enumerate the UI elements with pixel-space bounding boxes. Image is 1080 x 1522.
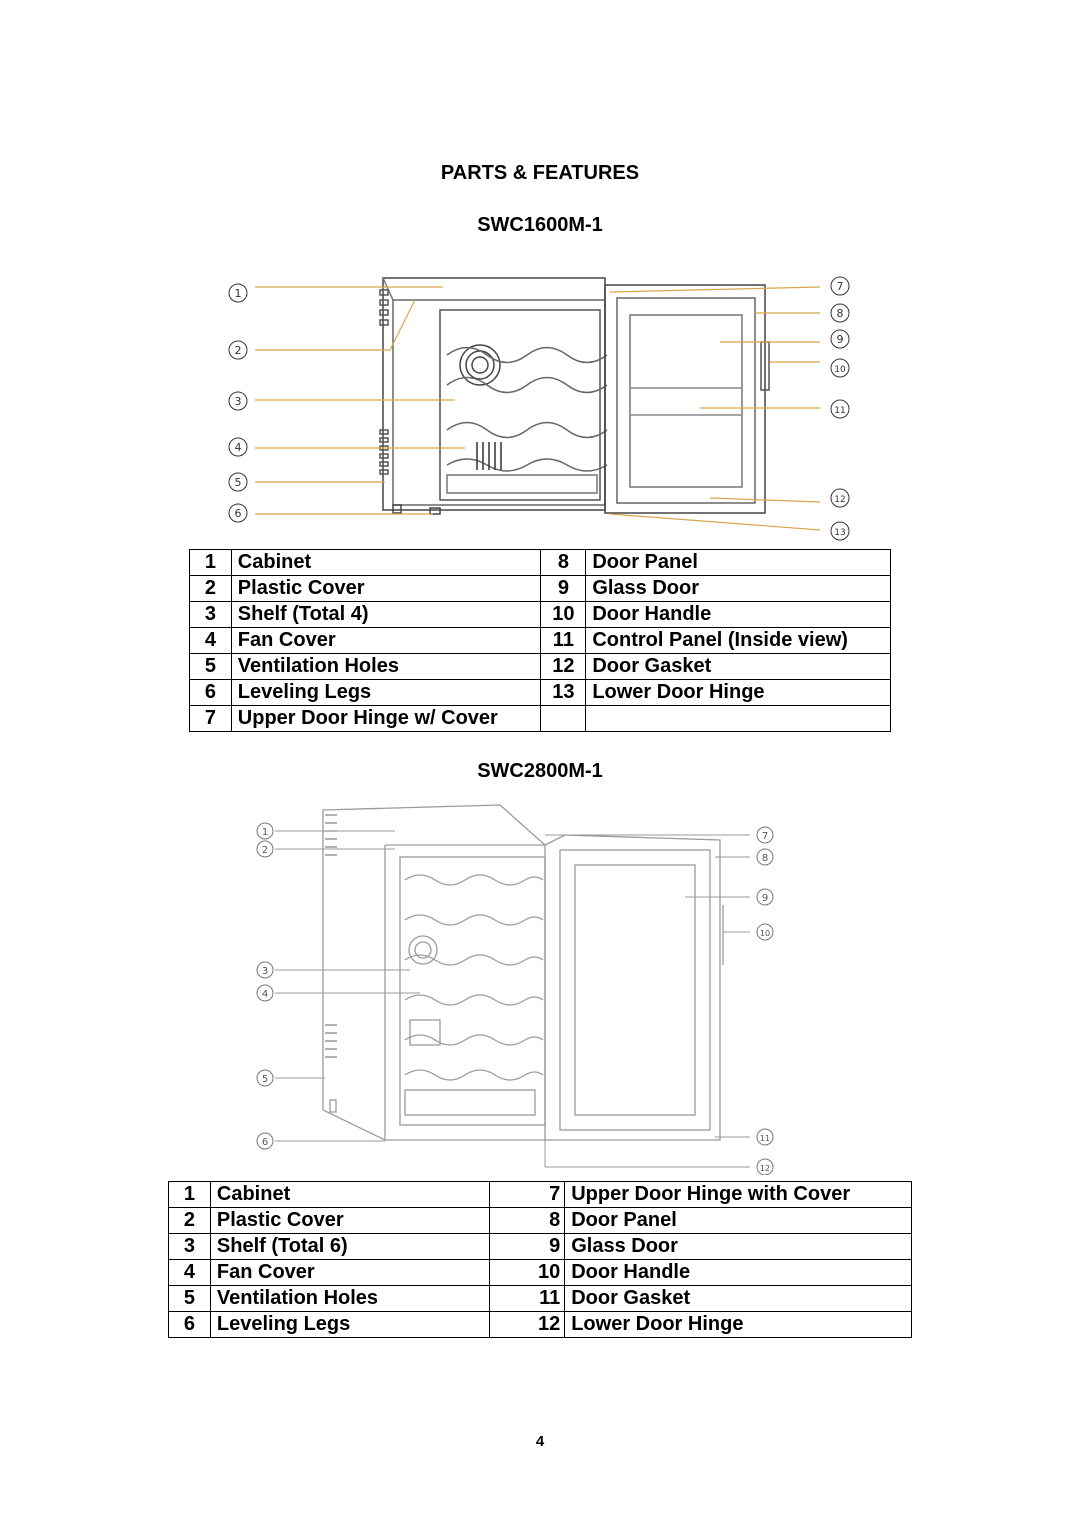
table-row: 1 Cabinet 8 Door Panel xyxy=(189,549,891,576)
part-name: Lower Door Hinge xyxy=(585,679,891,706)
callout-4: 4 xyxy=(262,989,268,1000)
callout-1: 1 xyxy=(262,827,268,838)
callout-6: 6 xyxy=(262,1137,268,1148)
part-number: 2 xyxy=(189,575,232,602)
part-number: 5 xyxy=(168,1285,211,1312)
callout-5: 5 xyxy=(235,476,242,489)
parts-table-swc1600m: 1 Cabinet 8 Door Panel 2 Plastic Cover 9… xyxy=(189,549,891,732)
page-title: PARTS & FEATURES xyxy=(440,162,640,184)
part-number: 7 xyxy=(489,1181,566,1208)
part-name xyxy=(585,705,891,732)
part-number: 4 xyxy=(168,1259,211,1286)
part-name: Door Panel xyxy=(585,549,891,576)
callout-11: 11 xyxy=(760,1134,770,1143)
part-number: 3 xyxy=(189,601,232,628)
part-name: Control Panel (Inside view) xyxy=(585,627,891,654)
callout-4: 4 xyxy=(235,441,242,454)
callout-8: 8 xyxy=(762,853,768,864)
part-number: 9 xyxy=(540,575,587,602)
part-number: 4 xyxy=(189,627,232,654)
part-name: Plastic Cover xyxy=(230,575,542,602)
callout-13: 13 xyxy=(834,528,845,538)
part-name: Fan Cover xyxy=(209,1259,491,1286)
table-row: 6 Leveling Legs 12 Lower Door Hinge xyxy=(168,1311,912,1338)
callout-10: 10 xyxy=(834,365,846,375)
part-number: 6 xyxy=(189,679,232,706)
table-row: 5 Ventilation Holes 11 Door Gasket xyxy=(168,1285,912,1312)
page-number: 4 xyxy=(535,1433,545,1450)
model-heading-swc1600m: SWC1600M-1 xyxy=(477,214,603,236)
part-name: Upper Door Hinge w/ Cover xyxy=(230,705,542,732)
callout-9: 9 xyxy=(837,333,844,346)
callout-7: 7 xyxy=(762,831,768,842)
callout-7: 7 xyxy=(837,280,844,293)
callout-10: 10 xyxy=(760,929,770,938)
part-number: 5 xyxy=(189,653,232,680)
callout-12: 12 xyxy=(760,1164,770,1173)
part-number: 11 xyxy=(540,627,587,654)
callout-2: 2 xyxy=(262,845,268,856)
table-row: 1 Cabinet 7 Upper Door Hinge with Cover xyxy=(168,1181,912,1208)
part-number: 12 xyxy=(540,653,587,680)
callout-5: 5 xyxy=(262,1074,268,1085)
callout-9: 9 xyxy=(762,893,768,904)
part-number: 6 xyxy=(168,1311,211,1338)
callout-1: 1 xyxy=(235,287,242,300)
part-name: Glass Door xyxy=(585,575,891,602)
part-number: 10 xyxy=(489,1259,566,1286)
part-name: Plastic Cover xyxy=(209,1207,491,1234)
part-name: Door Handle xyxy=(585,601,891,628)
table-row: 2 Plastic Cover 9 Glass Door xyxy=(189,575,891,602)
callout-8: 8 xyxy=(837,307,844,320)
part-name: Leveling Legs xyxy=(209,1311,491,1338)
part-number: 1 xyxy=(189,549,232,576)
part-number: 2 xyxy=(168,1207,211,1234)
part-name: Cabinet xyxy=(209,1181,491,1208)
part-name: Lower Door Hinge xyxy=(564,1311,912,1338)
part-name: Glass Door xyxy=(564,1233,912,1260)
callout-11: 11 xyxy=(834,406,845,416)
table-row: 5 Ventilation Holes 12 Door Gasket xyxy=(189,653,891,680)
part-name: Door Gasket xyxy=(585,653,891,680)
part-number: 1 xyxy=(168,1181,211,1208)
table-row: 3 Shelf (Total 6) 9 Glass Door xyxy=(168,1233,912,1260)
part-name: Fan Cover xyxy=(230,627,542,654)
table-row: 7 Upper Door Hinge w/ Cover xyxy=(189,705,891,732)
part-number: 7 xyxy=(189,705,232,732)
table-row: 2 Plastic Cover 8 Door Panel xyxy=(168,1207,912,1234)
parts-table-swc2800m: 1 Cabinet 7 Upper Door Hinge with Cover … xyxy=(168,1181,912,1338)
part-name: Shelf (Total 6) xyxy=(209,1233,491,1260)
table-row: 4 Fan Cover 11 Control Panel (Inside vie… xyxy=(189,627,891,654)
callout-3: 3 xyxy=(262,966,268,977)
part-name: Cabinet xyxy=(230,549,542,576)
model-heading-swc2800m: SWC2800M-1 xyxy=(477,760,603,782)
part-number: 9 xyxy=(489,1233,566,1260)
table-row: 4 Fan Cover 10 Door Handle xyxy=(168,1259,912,1286)
wine-cooler-diagram-swc1600m: 1 2 3 4 5 6 7 8 9 10 11 12 13 xyxy=(228,276,850,541)
callout-3: 3 xyxy=(235,395,242,408)
part-number: 8 xyxy=(540,549,587,576)
table-row: 3 Shelf (Total 4) 10 Door Handle xyxy=(189,601,891,628)
callout-2: 2 xyxy=(235,344,242,357)
part-number: 13 xyxy=(540,679,587,706)
part-number: 3 xyxy=(168,1233,211,1260)
part-number xyxy=(540,705,587,732)
part-name: Upper Door Hinge with Cover xyxy=(564,1181,912,1208)
part-name: Door Panel xyxy=(564,1207,912,1234)
part-name: Leveling Legs xyxy=(230,679,542,706)
part-name: Door Gasket xyxy=(564,1285,912,1312)
callout-12: 12 xyxy=(834,495,845,505)
part-name: Shelf (Total 4) xyxy=(230,601,542,628)
wine-cooler-diagram-swc2800m: 1 2 3 4 5 6 7 8 9 10 11 12 xyxy=(256,804,774,1175)
part-name: Ventilation Holes xyxy=(209,1285,491,1312)
table-row: 6 Leveling Legs 13 Lower Door Hinge xyxy=(189,679,891,706)
part-number: 12 xyxy=(489,1311,566,1338)
part-name: Door Handle xyxy=(564,1259,912,1286)
part-number: 11 xyxy=(489,1285,566,1312)
part-name: Ventilation Holes xyxy=(230,653,542,680)
part-number: 10 xyxy=(540,601,587,628)
callout-6: 6 xyxy=(235,507,242,520)
part-number: 8 xyxy=(489,1207,566,1234)
